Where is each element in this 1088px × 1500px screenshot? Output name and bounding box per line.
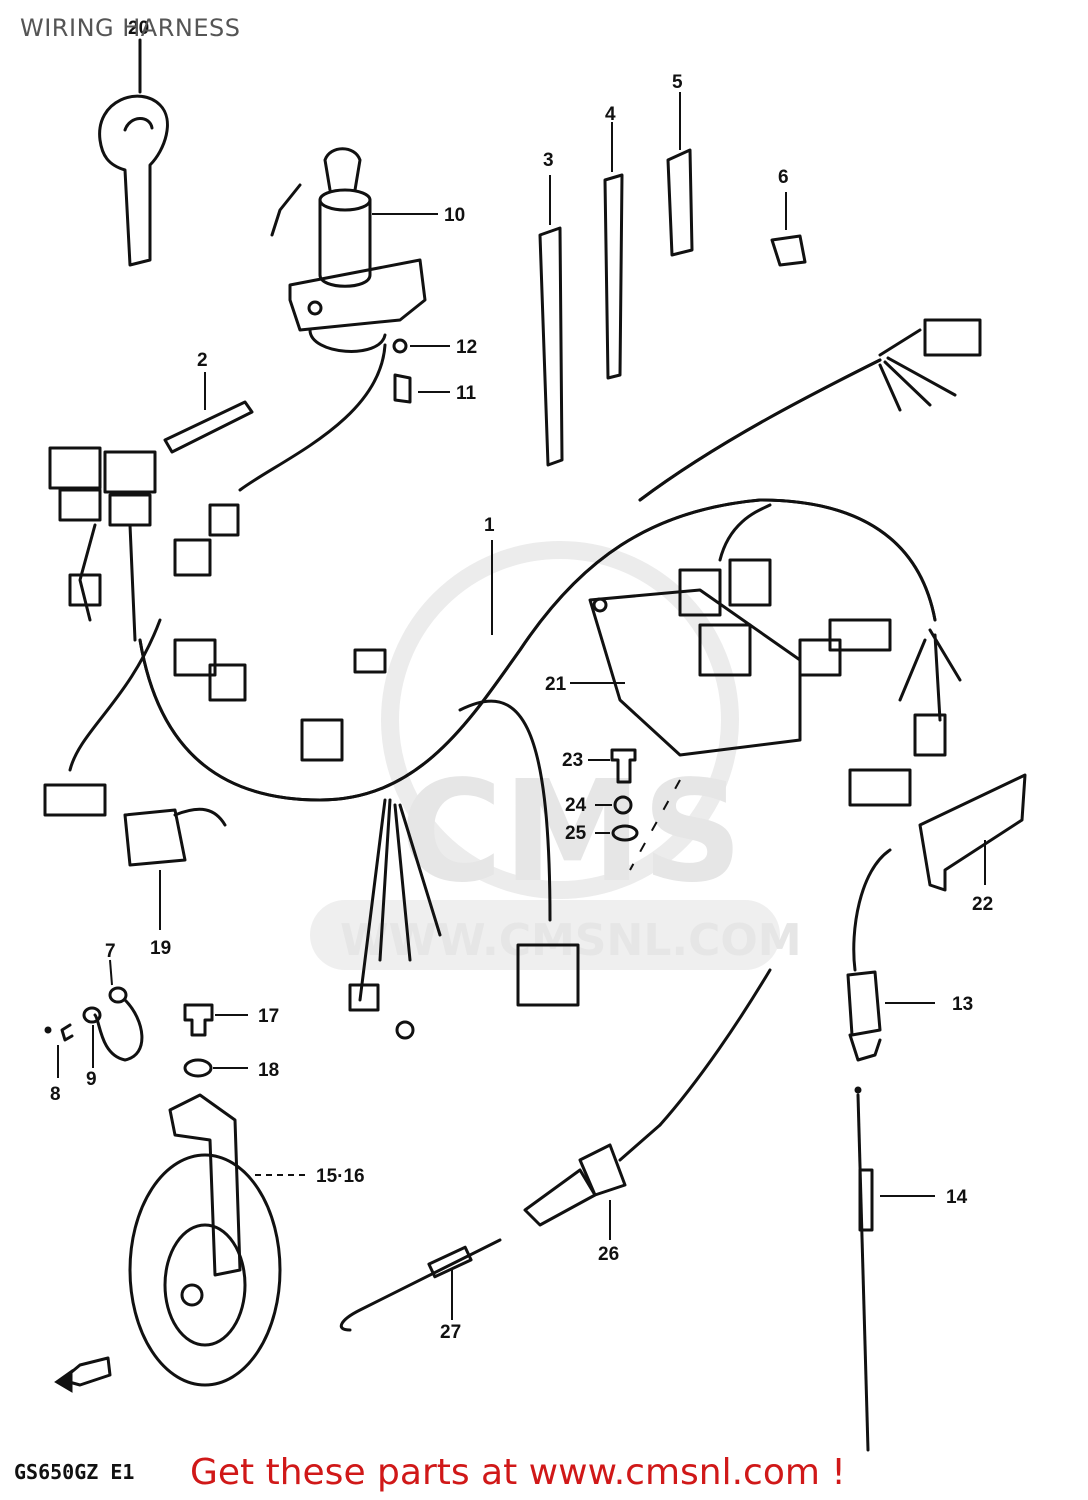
- model-code: GS650GZ E1: [14, 1460, 135, 1484]
- callout-labels: 20 10 12 11 3 4 5 6 2 1 21 23 24 25 19 2…: [50, 18, 993, 1343]
- ignition-lead: [238, 343, 387, 492]
- callout-18: 18: [258, 1060, 279, 1081]
- callout-4: 4: [605, 104, 616, 125]
- key-part: [98, 38, 169, 267]
- watermark-url: WWW.CMSNL.COM: [340, 915, 802, 966]
- watermark-logo: CMS: [400, 751, 743, 914]
- bolt-nut-washer-parts: [588, 748, 681, 871]
- callout-5: 5: [672, 72, 683, 93]
- callout-22: 22: [972, 894, 993, 915]
- callout-24: 24: [565, 795, 587, 816]
- callout-10: 10: [444, 205, 465, 226]
- callout-20: 20: [128, 18, 149, 39]
- cmsnl-watermark: CMS WWW.CMSNL.COM: [310, 541, 802, 970]
- callout-13: 13: [952, 994, 973, 1015]
- callout-25: 25: [565, 823, 587, 844]
- callout-7: 7: [105, 941, 116, 962]
- callout-23: 23: [562, 750, 583, 771]
- callout-3: 3: [543, 150, 554, 171]
- callout-21: 21: [545, 674, 567, 695]
- branch-leads: [300, 648, 580, 1040]
- main-harness-part: [138, 318, 982, 802]
- cmsnl-link[interactable]: Get these parts at www.cmsnl.com !: [190, 1452, 846, 1493]
- callout-2: 2: [197, 350, 208, 371]
- ignition-connector: [208, 503, 240, 537]
- strap-part: [163, 372, 254, 454]
- coupler-part-19: [123, 807, 227, 930]
- callout-19: 19: [150, 938, 171, 959]
- left-connector-cluster: [43, 446, 247, 817]
- page-title: WIRING HARNESS: [20, 14, 241, 42]
- horn-part: [128, 1093, 305, 1387]
- callout-8: 8: [50, 1084, 61, 1105]
- ignition-switch-part: [270, 147, 438, 353]
- callout-11: 11: [456, 383, 477, 404]
- right-connector-cluster: [798, 618, 962, 807]
- switch-lead-part-26: [523, 968, 772, 1240]
- rod-part-27: [339, 1238, 502, 1332]
- switch-cable-parts: [846, 848, 935, 1452]
- callout-14: 14: [946, 1187, 968, 1208]
- band-clamp-parts: [538, 92, 807, 467]
- callout-17: 17: [258, 1006, 279, 1027]
- screw-washer-parts: [392, 338, 450, 404]
- callout-12: 12: [456, 337, 477, 358]
- callout-1: 1: [484, 515, 495, 536]
- callout-15-16: 15·16: [316, 1166, 365, 1187]
- callout-26: 26: [598, 1244, 619, 1265]
- bolt-washer-17-18: [183, 1003, 248, 1078]
- bracket-part-22: [918, 773, 1027, 892]
- callout-9: 9: [86, 1069, 97, 1090]
- callout-27: 27: [440, 1322, 461, 1343]
- front-arrow-icon: [54, 1356, 112, 1393]
- ground-lead-parts: [44, 959, 144, 1078]
- callout-6: 6: [778, 167, 789, 188]
- relay-bracket-part: [570, 503, 802, 757]
